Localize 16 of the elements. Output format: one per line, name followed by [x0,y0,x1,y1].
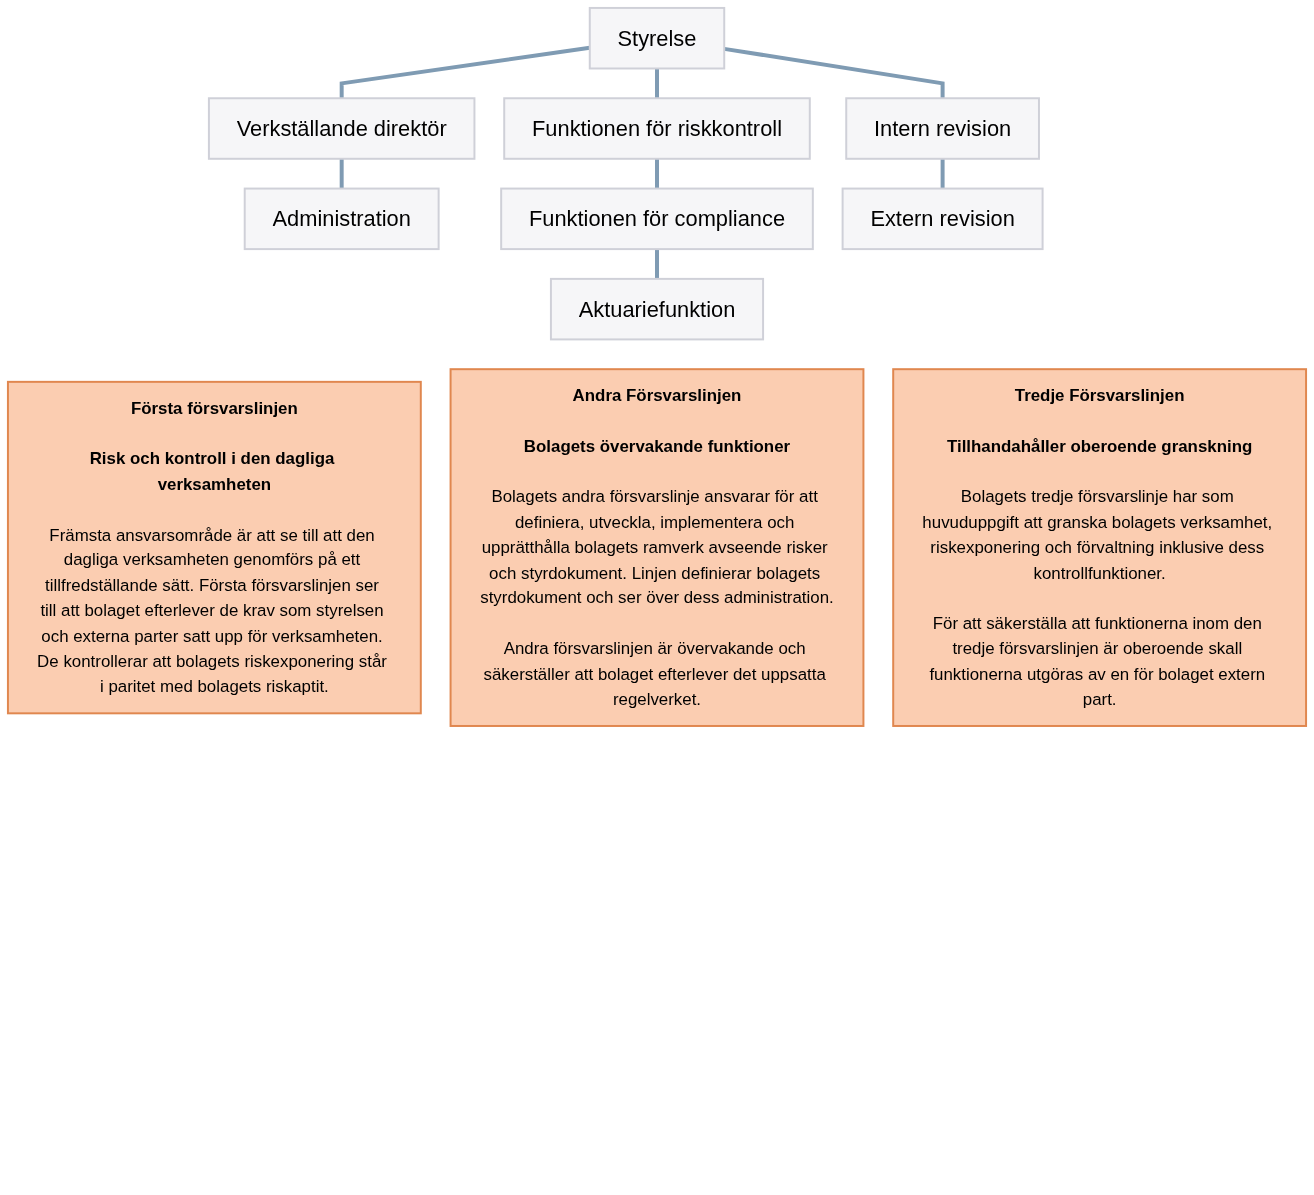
node-box: Andra Försvarslinjen Bolagets övervakande funktioner Bolagets andra försvarslinje ansvarar för att definiera, utveckla, implementera och upprätthålla bolagets ramverk avseende risker och styrdokument. Linjen definierar bolagets styrdokument och ser över dess administration. Andra försvarslinjen är övervakande och säkerställer att bolaget efterlever det uppsatta regelverket. [449,368,865,727]
node-box: Funktionen för compliance [500,187,814,251]
node-box: Extern revision [841,187,1044,251]
connector [655,249,659,279]
node-box: Aktuariefunktion [549,277,765,341]
node-box: Första försvarslinjen Risk och kontroll i den dagliga verksamheten Främsta ansvarsområde är att se till att den dagliga verksamheten genomförs på ett tillfredställande sätt. Första försvarslinjen ser till att bolaget efterlever de krav som styrelsen och externa parter satt upp för verksamheten. De kontrollerar att bolagets riskexponering står i paritet med bolagets riskaptit. [6,380,422,715]
node-box: Intern revision [845,97,1040,160]
node-box: Tredje Försvarslinjen Tillhandahåller oberoende granskning Bolagets tredje försvarslinje har som huvuduppgift att granska bolagets verksamhet, riskexponering och förvaltning inklusive dess kontrollfunktioner. För att säkerställa att funktionerna inom den tredje försvarslinjen är oberoende skall funktionerna utgöras av en för bolaget extern part. [892,368,1308,727]
node-box: Styrelse [588,6,726,70]
connector [940,158,945,189]
connector [339,158,344,189]
connector [655,68,659,99]
node-box: Funktionen för riskkontroll [503,97,811,160]
connector [655,158,659,189]
node-box: Verkställande direktör [207,97,476,160]
node-box: Administration [243,187,440,251]
